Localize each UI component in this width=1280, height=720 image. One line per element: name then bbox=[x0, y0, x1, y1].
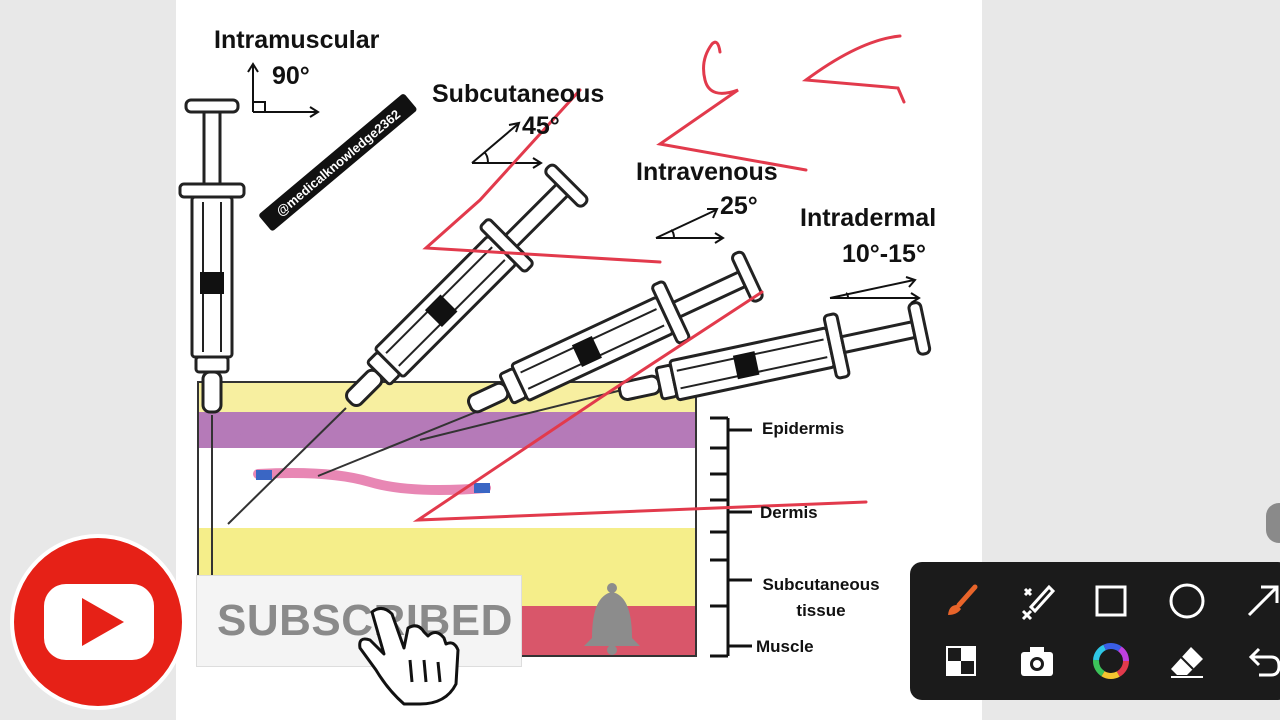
angle-indicator-25 bbox=[655, 208, 725, 244]
subscribe-button[interactable]: SUBSCRIBED bbox=[196, 575, 522, 667]
mosaic-icon[interactable] bbox=[938, 638, 984, 684]
angle-subcutaneous: 45° bbox=[522, 112, 560, 140]
layer-label-muscle: Muscle bbox=[756, 637, 814, 656]
layer-label-subcutaneous-tissue: Subcutaneous tissue bbox=[762, 575, 880, 620]
brush-icon[interactable] bbox=[938, 578, 984, 624]
layer-bracket bbox=[710, 416, 752, 658]
label-subcutaneous: Subcutaneous bbox=[432, 80, 605, 108]
angle-indicator-90 bbox=[247, 62, 320, 118]
magic-pen-icon[interactable] bbox=[1014, 578, 1060, 624]
angle-indicator-45 bbox=[471, 121, 543, 169]
eraser-icon[interactable] bbox=[1164, 638, 1210, 684]
arrow-icon[interactable] bbox=[1240, 578, 1280, 624]
layer-label-epidermis: Epidermis bbox=[762, 419, 845, 438]
angle-intramuscular: 90° bbox=[272, 62, 310, 90]
label-intramuscular: Intramuscular bbox=[214, 26, 380, 54]
label-intradermal: Intradermal bbox=[800, 204, 937, 232]
youtube-logo-icon bbox=[10, 534, 186, 710]
undo-icon[interactable] bbox=[1240, 638, 1280, 684]
rectangle-icon[interactable] bbox=[1088, 578, 1134, 624]
label-intravenous: Intravenous bbox=[636, 158, 778, 186]
pen-annotations bbox=[412, 34, 906, 522]
camera-icon[interactable] bbox=[1014, 638, 1060, 684]
angle-intravenous: 25° bbox=[720, 192, 758, 220]
side-scroll-handle[interactable] bbox=[1266, 503, 1280, 543]
layer-label-dermis: Dermis bbox=[760, 503, 818, 522]
angle-intradermal: 10°-15° bbox=[842, 240, 926, 268]
angle-indicator-10-15 bbox=[829, 276, 921, 304]
color-wheel-icon[interactable] bbox=[1088, 638, 1134, 684]
circle-icon[interactable] bbox=[1164, 578, 1210, 624]
drawing-toolbar bbox=[910, 562, 1280, 700]
subscribe-label: SUBSCRIBED bbox=[217, 596, 513, 645]
